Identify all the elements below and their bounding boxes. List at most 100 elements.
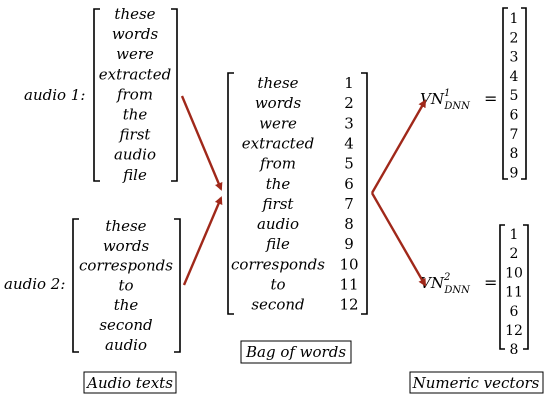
vector1-value: 6 xyxy=(510,108,519,124)
audio1-word-list: thesewordswereextractedfromthefirstaudio… xyxy=(99,5,171,184)
vector1-value: 2 xyxy=(510,30,519,46)
caption-audio-texts-box xyxy=(83,371,177,394)
bag-word: corresponds xyxy=(231,255,325,273)
bag-word: to xyxy=(270,276,285,294)
vector2-base: VN xyxy=(420,274,445,292)
arrow-audio2-to-bag xyxy=(182,196,223,286)
audio1-word: these xyxy=(114,5,155,23)
bag-index: 3 xyxy=(344,114,354,132)
arrow-audio1-to-bag xyxy=(180,95,223,191)
audio1-word: file xyxy=(122,166,147,184)
bag-index: 2 xyxy=(344,94,354,112)
bag-left-bracket xyxy=(227,72,234,315)
audio1-left-bracket xyxy=(93,8,100,182)
vector1-value: 8 xyxy=(510,146,519,162)
arrow-bag-to-vector2 xyxy=(370,192,427,287)
vector2-value: 1 xyxy=(510,227,519,243)
audio1-group: audio 1: thesewordswereextractedfromthef… xyxy=(24,5,178,184)
bag-word: from xyxy=(259,155,296,173)
audio2-label: audio 2: xyxy=(4,275,65,293)
caption-bag-of-words-box xyxy=(240,340,352,364)
bag-word: were xyxy=(259,114,297,132)
bag-of-words-group: these 1 words 2 were 3 extracted 4 from 5 the 6 firs… xyxy=(227,72,368,315)
audio1-right-bracket xyxy=(171,8,178,182)
vector2-sup: 2 xyxy=(443,272,450,283)
audio1-word: extracted xyxy=(99,65,171,83)
bag-row-list: these 1 words 2 were 3 extracted 4 from 5 the 6 firs… xyxy=(231,74,359,314)
bag-word: words xyxy=(255,94,302,112)
vector1-base: VN xyxy=(420,90,445,108)
caption-numeric-vectors-label: Numeric vectors xyxy=(412,374,540,392)
bag-index: 12 xyxy=(339,296,358,314)
audio2-word: these xyxy=(105,217,146,235)
vector1-value: 7 xyxy=(510,127,519,143)
bag-word: file xyxy=(265,235,290,253)
vector1-equals: = xyxy=(484,89,497,108)
vector1-value: 5 xyxy=(510,88,519,104)
vector1-left-bracket xyxy=(502,7,508,180)
vector1-value: 4 xyxy=(510,69,519,85)
bag-index: 10 xyxy=(339,255,358,273)
bag-word: audio xyxy=(257,215,299,233)
caption-bag-of-words-label: Bag of words xyxy=(245,343,346,361)
audio2-left-bracket xyxy=(72,218,79,353)
bag-word: second xyxy=(251,296,304,314)
caption-bag-of-words: Bag of words xyxy=(240,340,352,364)
vector2-value: 2 xyxy=(510,246,519,262)
bag-index: 1 xyxy=(344,74,354,92)
bag-right-bracket xyxy=(361,72,368,315)
bag-word: these xyxy=(257,74,298,92)
audio2-word: audio xyxy=(105,336,147,354)
vector2-value: 6 xyxy=(510,304,519,320)
audio2-right-bracket xyxy=(174,218,181,353)
bag-word: extracted xyxy=(242,134,314,152)
bag-index: 8 xyxy=(344,215,354,233)
audio2-word: words xyxy=(103,237,150,255)
vector2-value: 8 xyxy=(510,342,519,358)
vector1-value: 1 xyxy=(510,11,519,27)
bag-index: 9 xyxy=(344,235,354,253)
audio2-word: second xyxy=(99,316,152,334)
bag-index: 5 xyxy=(344,155,354,173)
audio1-word: first xyxy=(119,126,152,144)
vector2-right-bracket xyxy=(523,224,529,350)
audio1-word: words xyxy=(112,25,159,43)
vector1-right-bracket xyxy=(521,7,527,180)
audio2-word: corresponds xyxy=(79,257,173,275)
caption-audio-texts: Audio texts xyxy=(83,371,177,394)
vector1-value-list: 1 2 3 4 5 6 7 8 9 xyxy=(510,11,519,181)
vector1-sup: 1 xyxy=(444,88,450,99)
audio2-word: the xyxy=(114,296,139,314)
vector2-value: 12 xyxy=(505,323,523,339)
audio2-word: to xyxy=(118,276,133,294)
bag-index: 6 xyxy=(344,175,354,193)
bag-word: the xyxy=(266,175,291,193)
audio1-word: audio xyxy=(114,146,156,164)
caption-numeric-vectors: Numeric vectors xyxy=(409,371,544,394)
vector2-left-bracket xyxy=(499,224,505,350)
audio1-label: audio 1: xyxy=(24,86,85,104)
vector2-value: 11 xyxy=(505,285,523,301)
bag-index: 11 xyxy=(339,276,358,294)
caption-audio-texts-label: Audio texts xyxy=(85,374,173,392)
arrow-bag-to-vector1 xyxy=(370,99,427,194)
bag-index: 4 xyxy=(344,134,354,152)
vector2-sub: DNN xyxy=(443,285,471,296)
vector1-value: 3 xyxy=(510,50,519,66)
bag-word: first xyxy=(262,195,295,213)
audio1-word: from xyxy=(116,85,153,103)
vector1-value: 9 xyxy=(510,165,519,181)
audio1-word: the xyxy=(123,106,148,124)
vector1-sub: DNN xyxy=(443,101,471,112)
bag-index: 7 xyxy=(344,195,354,213)
caption-numeric-vectors-box xyxy=(409,371,544,394)
